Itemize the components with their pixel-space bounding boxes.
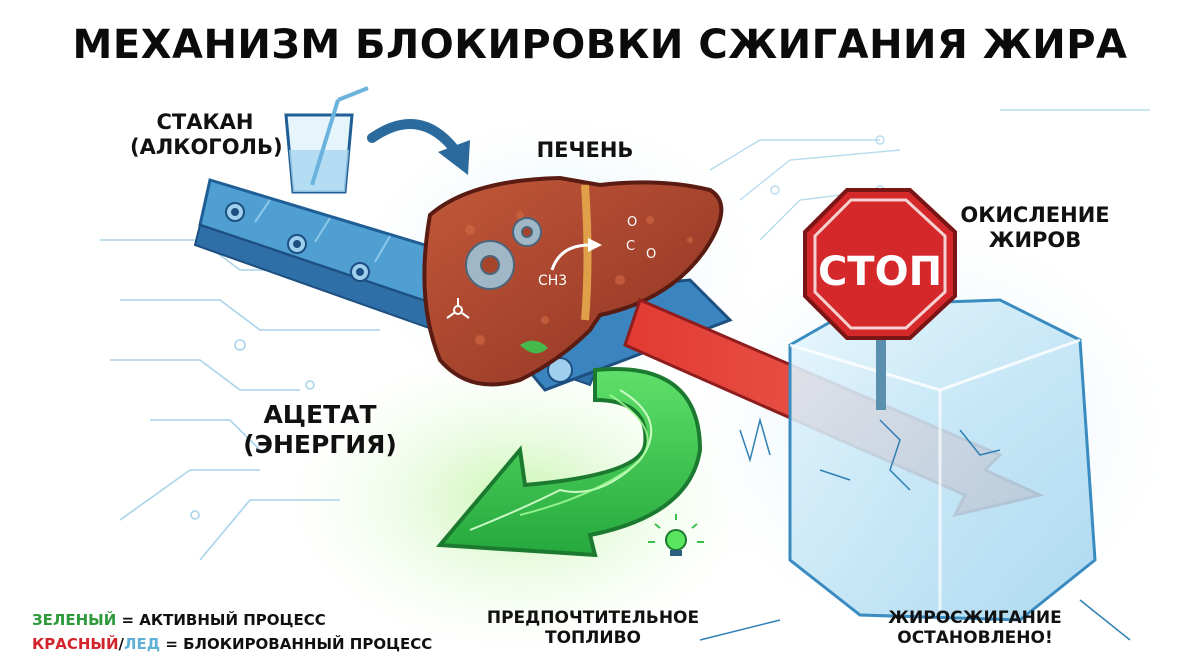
legend-blocked: КРАСНЫЙ/ЛЕД = БЛОКИРОВАННЫЙ ПРОЦЕСС: [32, 635, 433, 653]
legend-active: ЗЕЛЕНЫЙ = АКТИВНЫЙ ПРОЦЕСС: [32, 611, 326, 629]
legend: ЗЕЛЕНЫЙ = АКТИВНЫЙ ПРОЦЕСС КРАСНЫЙ/ЛЕД =…: [32, 608, 432, 656]
glass-icon: [284, 86, 369, 194]
glass-label: СТАКАН (АЛКОГОЛЬ): [130, 110, 283, 160]
svg-text:O: O: [627, 215, 637, 230]
stop-sign-text: СТОП: [818, 249, 942, 295]
gear-icon: [465, 217, 542, 290]
stop-sign-icon: СТОП: [803, 188, 957, 410]
molecule-icon: [446, 298, 470, 319]
fat-oxidation-label: ОКИСЛЕНИЕ ЖИРОВ: [960, 203, 1110, 253]
preferred-fuel-label: ПРЕДПОЧТИТЕЛЬНОЕ ТОПЛИВО: [486, 608, 700, 649]
methyl-label: CH3: [538, 273, 567, 289]
page-title: МЕХАНИЗМ БЛОКИРОВКИ СЖИГАНИЯ ЖИРА: [72, 22, 1128, 68]
acetate-label: АЦЕТАТ (ЭНЕРГИЯ): [243, 400, 397, 459]
conveyor-rollers: [225, 202, 370, 282]
svg-text:O: O: [646, 247, 656, 262]
reaction-arrow: [550, 243, 591, 271]
circuit-lines-left: [100, 239, 380, 561]
active-green-arrow: [435, 367, 703, 558]
flow-arrow-to-liver: [367, 119, 470, 175]
svg-text:C: C: [626, 239, 635, 254]
lightbulb-icon: [648, 514, 704, 556]
liver-label: ПЕЧЕНЬ: [536, 138, 634, 162]
liver-icon: CH3 C O O: [422, 175, 724, 387]
ice-block: [699, 298, 1131, 641]
fat-burning-stopped-label: ЖИРОСЖИГАНИЕ ОСТАНОВЛЕНО!: [888, 608, 1062, 649]
